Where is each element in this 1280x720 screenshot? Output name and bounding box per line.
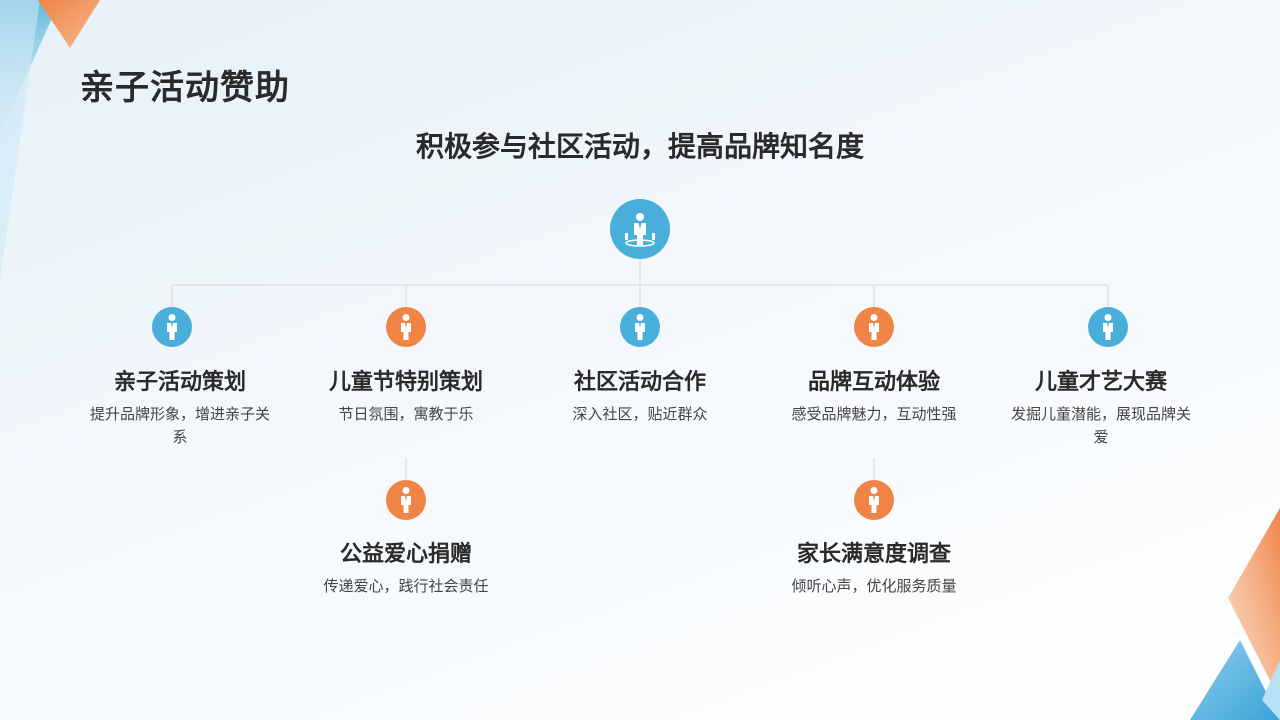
node-description: 传递爱心，践行社会责任 [323,577,489,595]
node-icon [1088,307,1128,347]
node-icon [152,307,192,347]
node-icon [386,307,426,347]
node-description: 节日氛围，寓教于乐 [338,405,474,423]
person-award-icon [610,199,670,259]
person-icon [869,487,879,513]
node-title: 儿童节特别策划 [328,370,483,395]
node-description: 深入社区，贴近群众 [572,405,708,423]
node-icon [386,480,426,520]
node-title: 社区活动合作 [573,370,706,395]
node-description: 发掘儿童潜能，展现品牌关爱 [1011,405,1192,446]
person-icon [1103,314,1113,340]
node-icon [854,307,894,347]
person-icon [401,487,411,513]
node-description: 倾听心声，优化服务质量 [791,577,957,595]
node-title: 家长满意度调查 [796,542,951,567]
person-icon [401,314,411,340]
node-title: 亲子活动策划 [113,370,246,395]
person-icon [869,314,879,340]
node-description: 感受品牌魅力，互动性强 [791,405,957,423]
node-title: 儿童才艺大赛 [1034,370,1167,395]
node-description: 提升品牌形象，增进亲子关系 [90,405,271,446]
node-icon [620,307,660,347]
person-icon [635,314,645,340]
node-title: 公益爱心捐赠 [339,542,472,567]
node-icon [854,480,894,520]
page-title: 亲子活动赞助 [80,68,290,108]
node-title: 品牌互动体验 [807,370,940,395]
person-icon [167,314,177,340]
page-subtitle: 积极参与社区活动，提高品牌知名度 [415,130,864,163]
